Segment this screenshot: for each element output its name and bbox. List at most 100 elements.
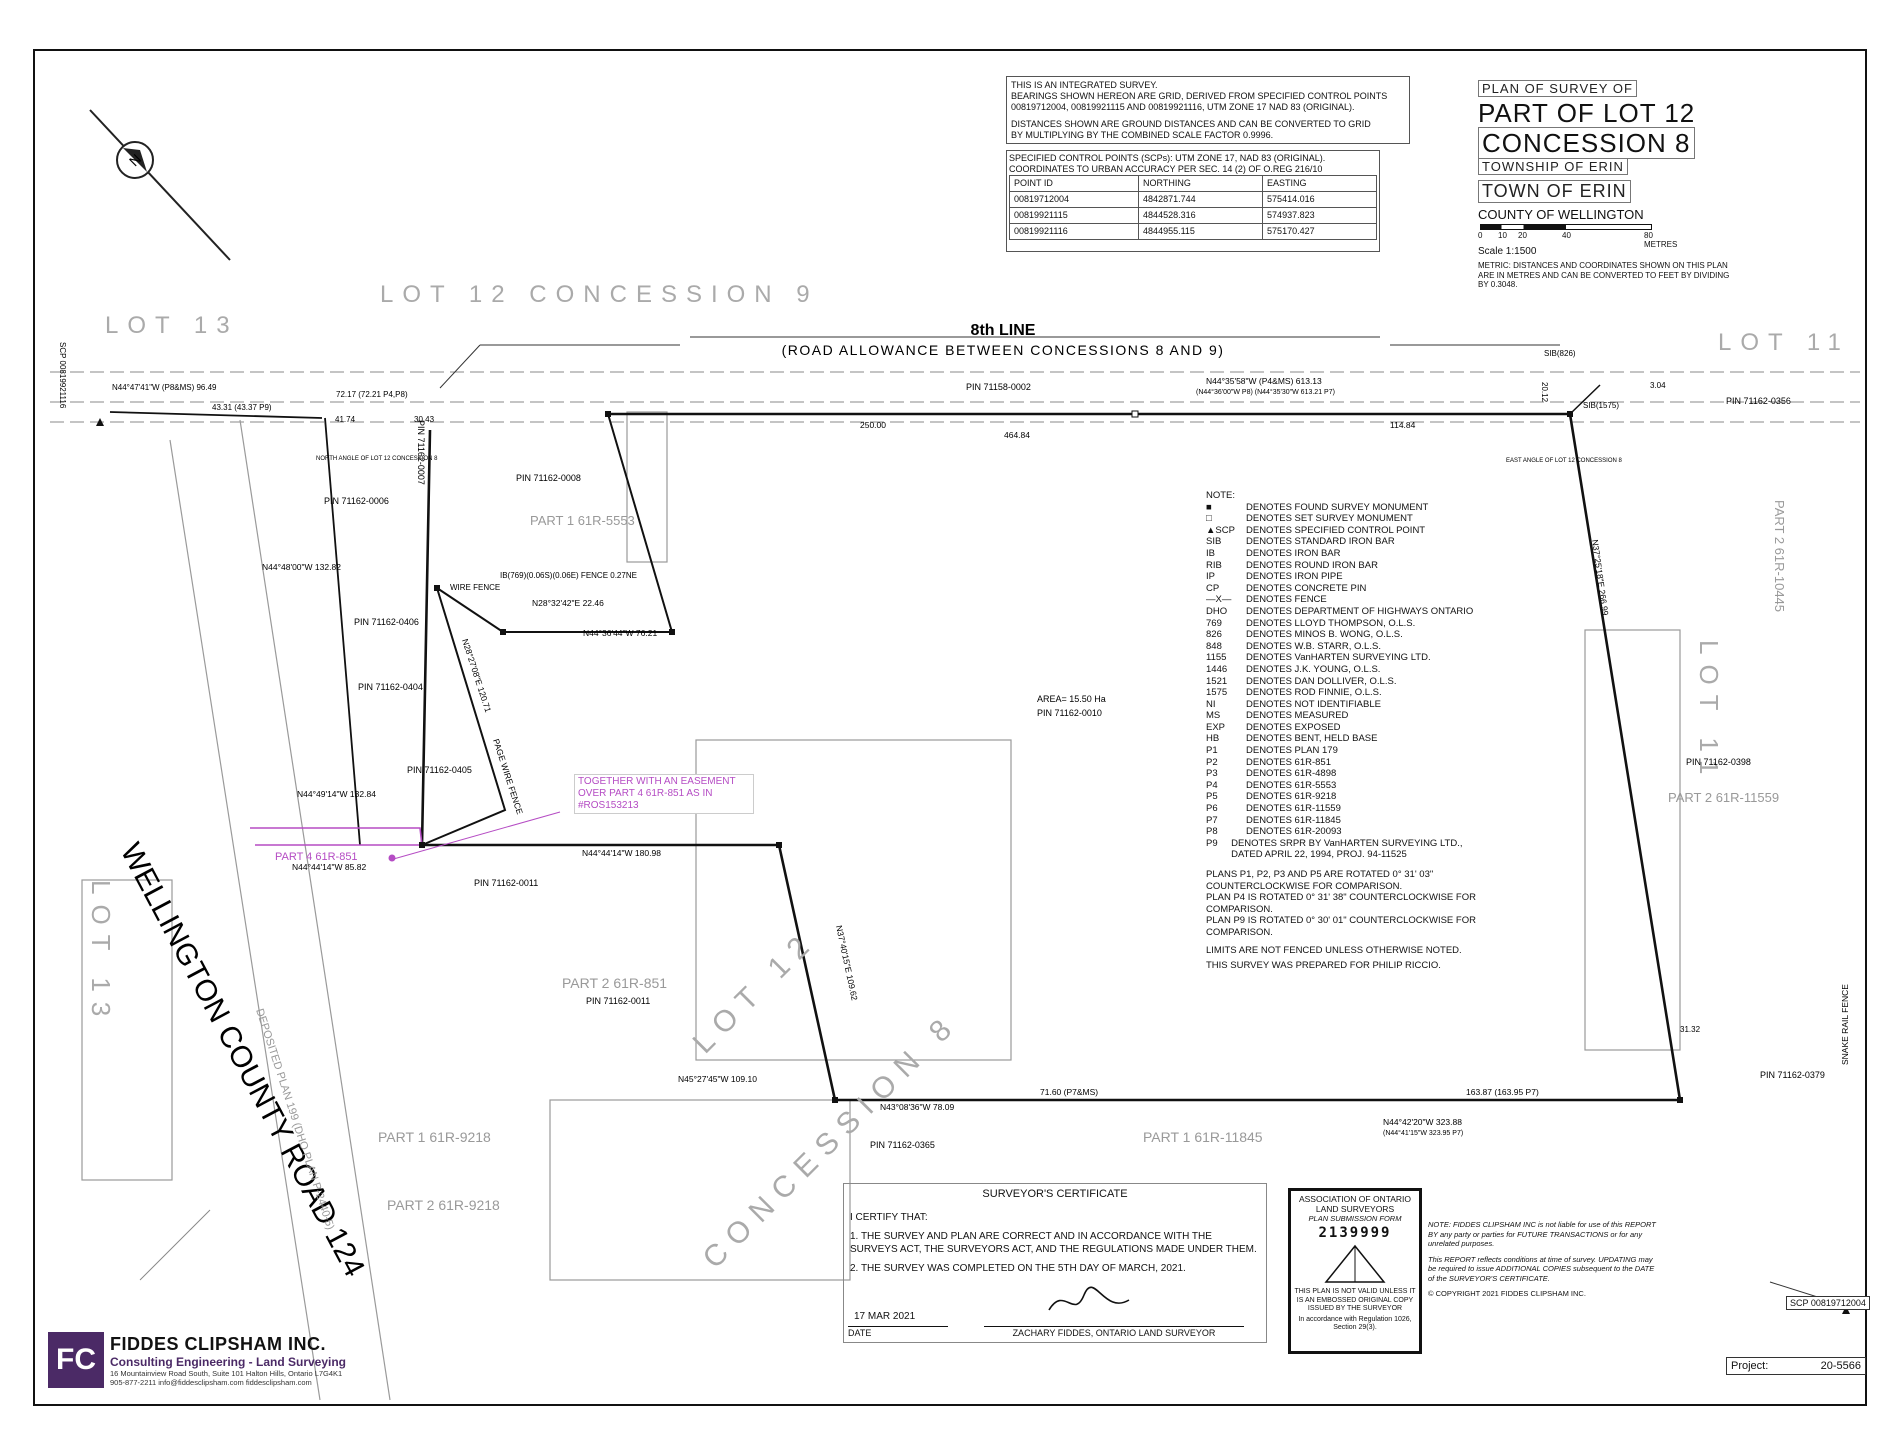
dim-7160: 71.60 (P7&MS) bbox=[1040, 1087, 1098, 1097]
easement-note: TOGETHER WITH AN EASEMENT OVER PART 4 61… bbox=[574, 774, 754, 814]
title-part: PART OF LOT 12 bbox=[1478, 98, 1696, 128]
legend-code: P2 bbox=[1206, 756, 1218, 768]
integrated-line-4: DISTANCES SHOWN ARE GROUND DISTANCES AND… bbox=[1011, 119, 1371, 129]
oals-line-5: In accordance with Regulation 1026, Sect… bbox=[1298, 1315, 1412, 1332]
lot13-lower-label: LOT 13 bbox=[86, 880, 116, 1026]
legend-text: DENOTES ROD FINNIE, O.L.S. bbox=[1246, 687, 1382, 699]
dim-12071: N28°27'08"E 120.71 bbox=[460, 638, 493, 714]
dim-13284: N44°49'14"W 132.84 bbox=[297, 789, 376, 799]
pin-0007: PIN 71162-0007 bbox=[416, 420, 426, 485]
legend-text: DENOTES 61R-851 bbox=[1246, 756, 1332, 768]
legend-code: 769 bbox=[1206, 617, 1222, 629]
part2-11559: PART 2 61R-11559 bbox=[1668, 790, 1779, 805]
lot13-label: LOT 13 bbox=[105, 312, 239, 339]
legend-code: P1 bbox=[1206, 745, 1218, 757]
cert-title: SURVEYOR'S CERTIFICATE bbox=[982, 1188, 1128, 1200]
integrated-survey-note: THIS IS AN INTEGRATED SURVEY. BEARINGS S… bbox=[1006, 76, 1410, 144]
prepared-note: THIS SURVEY WAS PREPARED FOR PHILIP RICC… bbox=[1206, 960, 1441, 972]
legend-code: IP bbox=[1206, 571, 1215, 583]
company-contact: 905-877-2211 info@fiddesclipsham.com fid… bbox=[110, 1377, 312, 1387]
dim-304: 3.04 bbox=[1650, 381, 1666, 390]
cert-item-1: 1. THE SURVEY AND PLAN ARE CORRECT AND I… bbox=[850, 1231, 1257, 1255]
cell-id: 00819921116 bbox=[1008, 223, 1140, 240]
table-row: 00819921116 4844955.115 575170.427 bbox=[1008, 223, 1377, 240]
liability-note: NOTE: FIDDES CLIPSHAM INC is not liable … bbox=[1428, 1220, 1658, 1299]
south-bearing-record: (N44°41'15"W 323.95 P7) bbox=[1383, 1129, 1463, 1137]
cert-certify: I CERTIFY THAT: bbox=[850, 1212, 928, 1223]
project-number: 20-5566 bbox=[1820, 1360, 1861, 1372]
pin-0356: PIN 71162-0356 bbox=[1726, 396, 1791, 406]
liability-line-2: This REPORT reflects conditions at time … bbox=[1428, 1254, 1655, 1283]
control-heading-1: SPECIFIED CONTROL POINTS (SCPs): UTM ZON… bbox=[1009, 153, 1326, 163]
cert-item-2: 2. THE SURVEY WAS COMPLETED ON THE 5TH D… bbox=[850, 1263, 1186, 1274]
legend-text: DENOTES NOT IDENTIFIABLE bbox=[1246, 698, 1381, 710]
legend-text: DENOTES ROUND IRON BAR bbox=[1246, 559, 1378, 571]
legend-text: DENOTES 61R-11559 bbox=[1246, 803, 1341, 815]
integrated-line-2: BEARINGS SHOWN HEREON ARE GRID, DERIVED … bbox=[1011, 91, 1388, 101]
dim-8582: N44°44'14"W 85.82 bbox=[292, 862, 366, 872]
pin-0398: PIN 71162-0398 bbox=[1686, 757, 1751, 767]
east-bearing: N37°25'18"E 266.99 bbox=[1590, 539, 1611, 616]
rotation-note-1: PLANS P1, P2, P3 AND P5 ARE ROTATED 0° 3… bbox=[1206, 869, 1434, 892]
legend-text: DENOTES MEASURED bbox=[1246, 710, 1349, 722]
legend-item: P2 DENOTES 61R-851 bbox=[1206, 757, 1488, 769]
dim-10962: N37°40'15"E 109.62 bbox=[834, 924, 860, 1001]
cell-northing: 4844528.316 bbox=[1138, 207, 1264, 224]
dim-46484: 464.84 bbox=[1004, 430, 1030, 440]
adjacent-lot-outlines bbox=[81, 411, 1681, 1401]
legend-code: EXP bbox=[1206, 721, 1226, 733]
legend-code: P9 bbox=[1206, 837, 1218, 849]
control-points-table: SPECIFIED CONTROL POINTS (SCPs): UTM ZON… bbox=[1006, 150, 1380, 252]
road-name: 8th LINE bbox=[971, 322, 1036, 339]
dim-11484: 114.84 bbox=[1390, 420, 1416, 430]
legend-code: NI bbox=[1206, 698, 1216, 710]
lot12-con9-label: LOT 12 CONCESSION 9 bbox=[380, 281, 819, 308]
legend-text: DENOTES 61R-9218 bbox=[1246, 791, 1337, 803]
pin-0011a: PIN 71162-0011 bbox=[474, 878, 538, 888]
legend-text: DENOTES DEPARTMENT OF HIGHWAYS ONTARIO bbox=[1246, 605, 1474, 617]
pin-0011b: PIN 71162-0011 bbox=[586, 996, 650, 1006]
oals-line-3: PLAN SUBMISSION FORM bbox=[1308, 1214, 1402, 1223]
dim-7217: 72.17 (72.21 P4,P8) bbox=[336, 390, 408, 399]
legend-code: MS bbox=[1206, 710, 1221, 722]
leader-lines bbox=[139, 344, 1847, 1307]
dim-west: N44°44'14"W 180.98 bbox=[582, 848, 661, 858]
scp-label-a: SCP 00819921116 bbox=[58, 342, 67, 409]
area-label: AREA= 15.50 Ha bbox=[1037, 694, 1106, 704]
north-arrow-icon: N bbox=[89, 109, 231, 261]
dim-7621: N44°36'44"W 76.21 bbox=[583, 628, 657, 638]
legend-code: SIB bbox=[1206, 536, 1222, 548]
road-description: (ROAD ALLOWANCE BETWEEN CONCESSIONS 8 AN… bbox=[782, 342, 1225, 358]
legend-text: DENOTES SET SURVEY MONUMENT bbox=[1246, 513, 1413, 525]
title-county: COUNTY OF WELLINGTON bbox=[1478, 207, 1644, 222]
legend-item: SIB DENOTES STANDARD IRON BAR bbox=[1206, 536, 1488, 548]
logo-mark: FC bbox=[48, 1332, 104, 1388]
legend-code: 1155 bbox=[1206, 652, 1227, 664]
legend-item: —X—DENOTES FENCE bbox=[1206, 594, 1488, 606]
title-town: TOWN OF ERIN bbox=[1478, 180, 1631, 203]
legend-text: DENOTES SRPR BY VanHARTEN SURVEYING LTD.… bbox=[1231, 837, 1463, 861]
legend-code: 848 bbox=[1206, 640, 1222, 652]
legend-text: DENOTES STANDARD IRON BAR bbox=[1246, 536, 1395, 548]
dim-7809: N43°08'36"W 78.09 bbox=[880, 1102, 954, 1112]
pin-0008: PIN 71162-0008 bbox=[516, 473, 581, 483]
title-township: TOWNSHIP OF ERIN bbox=[1478, 158, 1628, 175]
plan-of-survey: PLAN OF SURVEY OF bbox=[1478, 80, 1637, 97]
legend-code: 1521 bbox=[1206, 675, 1228, 687]
legend-text: DENOTES 61R-11845 bbox=[1246, 814, 1341, 826]
ib-fence: IB(769)(0.06S)(0.06E) FENCE 0.27NE bbox=[500, 571, 637, 580]
pin-0365: PIN 71162-0365 bbox=[870, 1140, 935, 1150]
lot11-label: LOT 11 bbox=[1718, 329, 1850, 356]
dim-250: 250.00 bbox=[860, 420, 886, 430]
legend-code: P5 bbox=[1206, 791, 1218, 803]
scale-tick: 0 bbox=[1478, 231, 1483, 240]
